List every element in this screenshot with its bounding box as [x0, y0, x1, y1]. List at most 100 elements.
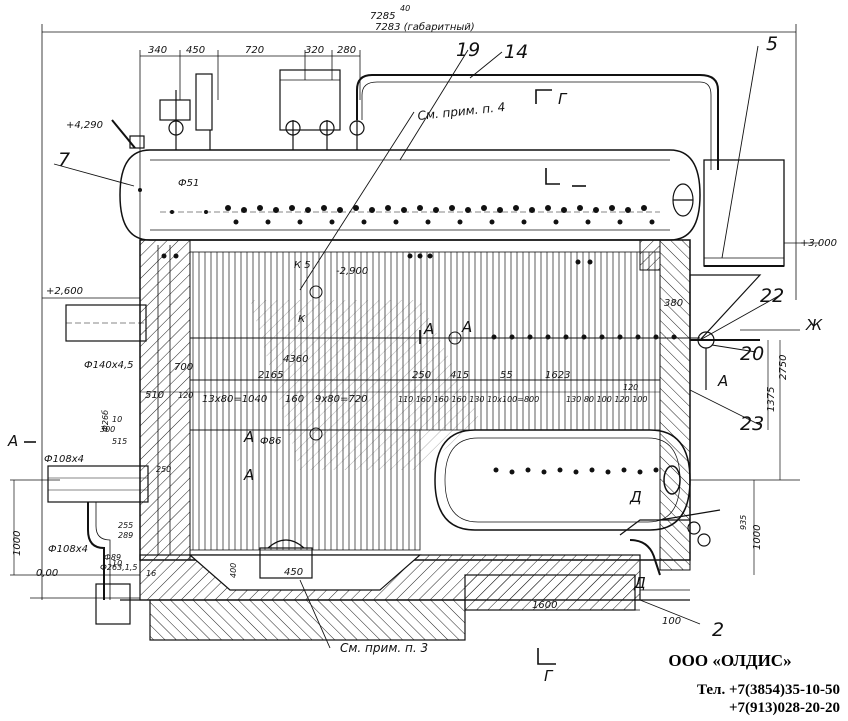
note-4: См. прим. п. 4: [417, 100, 506, 123]
dim-top-450: 450: [186, 45, 205, 56]
dim-4360: 4360: [283, 354, 308, 365]
section-A-left: А: [7, 432, 18, 450]
callout-22: 22: [760, 285, 784, 307]
dim-400: 400: [229, 563, 238, 578]
company-name: ООО «ОЛДИС»: [668, 651, 792, 670]
dim-415: 415: [450, 370, 469, 381]
section-A-mid1: А: [423, 320, 434, 338]
dim-overall: 7285: [370, 11, 395, 22]
dim-top-720: 720: [245, 45, 264, 56]
callout-5: 5: [766, 33, 778, 55]
left-wall-lines: [157, 245, 171, 555]
dim-289: 289: [118, 531, 133, 540]
drum-tube-holes: [138, 188, 655, 225]
dim-1623: 1623: [545, 370, 570, 381]
sight-hole-2: [309, 427, 323, 441]
dim-250b: 250: [156, 465, 171, 474]
elev-2600: +2,600: [46, 286, 83, 297]
sight-hole-3: [448, 331, 462, 345]
callout-2: 2: [712, 619, 724, 641]
dim-450: 450: [284, 567, 303, 578]
section-K: К: [298, 314, 306, 325]
dim-1600: 1600: [532, 600, 557, 611]
dim-100: 100: [662, 616, 681, 627]
section-K5: К 5: [294, 260, 311, 271]
top-fittings: [111, 69, 719, 170]
foundation: [30, 554, 690, 641]
dim-r10-b: 10: [112, 559, 122, 568]
dim-d89: Ф89: [104, 553, 121, 562]
section-A-mid4: А: [243, 466, 254, 484]
dim-d26b: Ф26б: [101, 410, 110, 432]
dim-120a: 120: [178, 391, 193, 400]
dim-d86: Ф86: [260, 436, 281, 447]
elev-2900: -2,900: [336, 266, 368, 277]
section-A-right: А: [717, 372, 728, 390]
dim-2750: 2750: [778, 355, 789, 380]
dim-top-280: 280: [337, 45, 356, 56]
right-equipment-box: [703, 159, 820, 267]
company-phone-2: +7(913)028-20-20: [728, 700, 840, 716]
bottom-dims: [470, 589, 690, 611]
top-dimension-lines: [41, 24, 797, 600]
dim-9x80: 9х80=720: [315, 394, 367, 405]
dim-255: 255: [118, 521, 133, 530]
lower-drum: [434, 429, 691, 531]
dim-overall-gab: 7283 (габаритный): [375, 21, 475, 33]
dim-overall-ref: 40: [400, 4, 410, 13]
callout-23: 23: [740, 413, 764, 435]
leader-lines: [53, 45, 783, 649]
dim-515: 515: [112, 437, 127, 446]
dim-13x80: 13х80=1040: [202, 394, 267, 405]
section-G-bottom: Г: [544, 667, 554, 685]
dim-380: 380: [664, 298, 683, 309]
dim-2165: 2165: [258, 370, 283, 381]
sight-hole-1: [309, 285, 323, 299]
elev-000: 0,00: [36, 568, 58, 579]
callout-7: 7: [58, 149, 70, 171]
section-markers: [24, 89, 586, 665]
note-3: См. прим. п. 3: [340, 641, 428, 655]
drum-manhole: [672, 183, 694, 217]
callout-14: 14: [504, 41, 528, 63]
dim-55: 55: [500, 370, 513, 381]
dim-top-320: 320: [305, 45, 324, 56]
dim-top-340: 340: [148, 45, 167, 56]
section-A-mid3: А: [243, 428, 254, 446]
left-inlet-pipes: [47, 304, 149, 625]
company-block: ООО «ОЛДИС» Тел. +7(3854)35-10-50 +7(913…: [600, 651, 840, 717]
dim-935: 935: [739, 515, 748, 530]
elev-4290: +4,290: [66, 120, 103, 131]
dim-1000b: 1000: [752, 525, 763, 550]
section-A-mid2: А: [461, 318, 472, 336]
dim-120b: 120: [623, 383, 638, 392]
lower-drum-holes: [493, 467, 659, 475]
lower-right-pipes: [619, 509, 721, 576]
dim-250: 250: [412, 370, 431, 381]
section-G-top: Г: [558, 90, 568, 108]
firebox-door: [259, 539, 313, 579]
dim-1000a: 1000: [12, 531, 23, 556]
company-phone-1: Тел. +7(3854)35-10-50: [696, 682, 840, 698]
dim-d108b: Ф108х4: [48, 544, 88, 555]
brick-lining: [139, 239, 691, 571]
dim-510: 510: [145, 390, 164, 401]
callout-19: 19: [456, 39, 480, 61]
flue-zone: [250, 300, 480, 470]
left-vertical-dims: [10, 340, 800, 575]
dim-700: 700: [174, 362, 193, 373]
section-Zh: Ж: [805, 316, 823, 334]
dim-d51: Ф51: [178, 178, 199, 189]
dim-d140: Ф140х4,5: [84, 360, 134, 371]
dim-r10-a: 10: [112, 415, 122, 424]
dim-160: 160: [285, 394, 304, 405]
section-D: Д: [629, 488, 642, 506]
dim-300: 300: [100, 425, 115, 434]
dim-d263: Ф263,1,5: [100, 563, 137, 572]
right-bracket: [689, 274, 800, 390]
section-D-bottom: Д: [633, 574, 646, 592]
upper-drum: [119, 149, 701, 241]
callout-20: 20: [740, 343, 764, 365]
dim-d108a: Ф108х4: [44, 454, 84, 465]
